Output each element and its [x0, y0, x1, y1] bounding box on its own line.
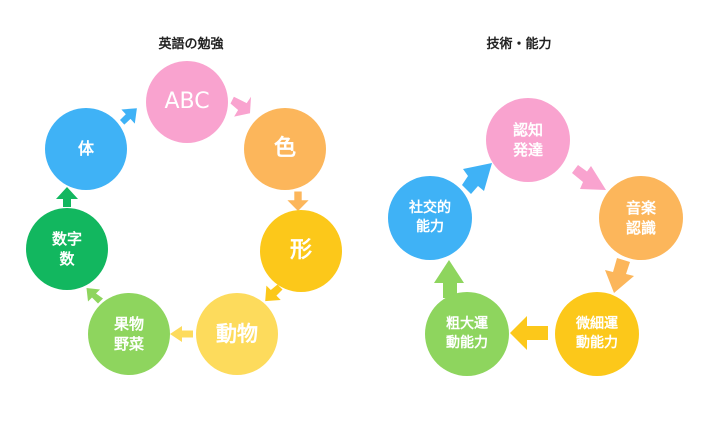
- node-cognitive-development: 認知 発達: [486, 98, 570, 182]
- node-music-recognition-label: 音楽 認識: [625, 198, 656, 237]
- node-color-label: 色: [273, 136, 296, 162]
- arrow-fine-motor-to-gross-motor: [510, 316, 548, 350]
- node-fine-motor-skills-label: 微細運 動能力: [576, 316, 618, 351]
- arrow-animal-to-fruit: [170, 326, 193, 342]
- node-numbers: 数字 数: [26, 208, 108, 290]
- arrow-color-to-shape: [287, 191, 309, 211]
- node-animal-label: 動物: [216, 321, 258, 346]
- arrow-abc-to-color: [230, 96, 251, 117]
- node-fruit-vegetable: 果物 野菜: [88, 293, 170, 375]
- node-fruit-vegetable-label: 果物 野菜: [113, 314, 144, 353]
- arrow-numbers-to-body: [56, 187, 78, 207]
- node-animal: 動物: [196, 293, 278, 375]
- node-body: 体: [45, 108, 127, 190]
- node-fine-motor-skills: 微細運 動能力: [555, 292, 639, 376]
- node-social-skills-label: 社交的 能力: [409, 200, 451, 235]
- arrow-fruit-to-numbers: [86, 288, 103, 304]
- arrow-music-to-fine-motor: [605, 258, 634, 293]
- arrow-body-to-abc: [120, 108, 137, 125]
- left-diagram-title: 英語の勉強: [158, 37, 224, 52]
- arrow-social-to-cognitive: [462, 163, 492, 194]
- node-color: 色: [244, 108, 326, 190]
- arrow-cognitive-to-music: [572, 165, 606, 190]
- right-diagram-title: 技術・能力: [486, 37, 552, 52]
- node-abc-label: ABC: [164, 89, 210, 115]
- node-numbers-label: 数字 数: [51, 229, 82, 268]
- node-music-recognition: 音楽 認識: [599, 176, 683, 260]
- node-abc: ABC: [146, 61, 228, 143]
- node-gross-motor-skills-label: 粗大運 動能力: [446, 316, 488, 351]
- node-social-skills: 社交的 能力: [388, 176, 472, 260]
- arrow-gross-motor-to-social: [434, 260, 464, 298]
- node-shape-label: 形: [289, 238, 312, 264]
- node-gross-motor-skills: 粗大運 動能力: [425, 292, 509, 376]
- node-cognitive-development-label: 認知 発達: [512, 120, 543, 159]
- arrow-shape-to-animal: [265, 284, 283, 302]
- node-body-label: 体: [77, 139, 94, 159]
- node-shape: 形: [260, 210, 342, 292]
